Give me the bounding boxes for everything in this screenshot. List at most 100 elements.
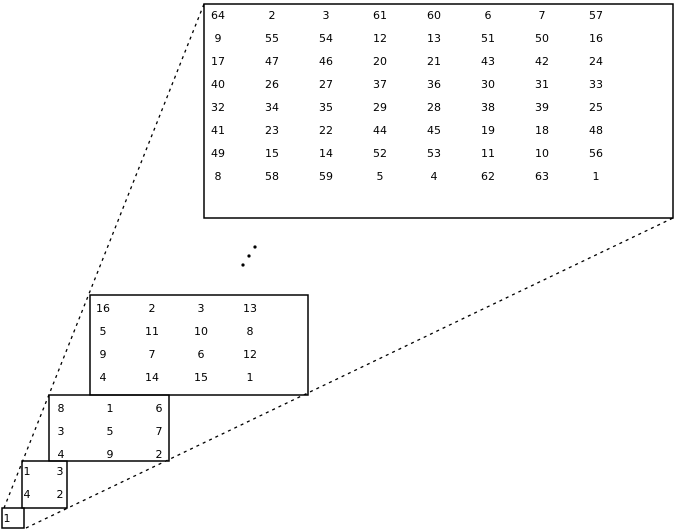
square-cell: 14: [319, 147, 333, 160]
square-cell: 10: [535, 147, 549, 160]
square-cell: 10: [194, 325, 208, 338]
square-cell: 5: [100, 325, 107, 338]
square-cell: 54: [319, 32, 333, 45]
square-frame: [89, 294, 309, 396]
square-cell: 2: [269, 9, 276, 22]
square-cell: 1: [107, 402, 114, 415]
square-cell: 3: [57, 465, 64, 478]
square-cell: 18: [535, 124, 549, 137]
square-cell: 14: [145, 371, 159, 384]
square-cell: 11: [145, 325, 159, 338]
square-cell: 2: [156, 448, 163, 461]
square-cell: 4: [24, 488, 31, 501]
square-cell: 63: [535, 170, 549, 183]
magic-square-order-1: 1: [1, 507, 25, 529]
square-cell: 62: [481, 170, 495, 183]
square-cell: 28: [427, 101, 441, 114]
square-cell: 30: [481, 78, 495, 91]
square-cell: 59: [319, 170, 333, 183]
square-cell: 15: [194, 371, 208, 384]
square-cell: 58: [265, 170, 279, 183]
square-cell: 31: [535, 78, 549, 91]
square-cell: 8: [58, 402, 65, 415]
square-cell: 36: [427, 78, 441, 91]
square-cell: 24: [589, 55, 603, 68]
square-cell: 2: [57, 488, 64, 501]
square-cell: 23: [265, 124, 279, 137]
square-cell: 16: [96, 302, 110, 315]
square-cell: 32: [211, 101, 225, 114]
square-frame: [203, 3, 674, 219]
square-cell: 8: [215, 170, 222, 183]
ellipsis-dot: [253, 245, 257, 249]
square-cell: 49: [211, 147, 225, 160]
square-cell: 13: [427, 32, 441, 45]
square-cell: 3: [198, 302, 205, 315]
ellipsis-dot: [241, 263, 245, 267]
square-cell: 11: [481, 147, 495, 160]
square-cell: 50: [535, 32, 549, 45]
square-cell: 9: [215, 32, 222, 45]
square-cell: 1: [24, 465, 31, 478]
square-cell: 25: [589, 101, 603, 114]
square-cell: 55: [265, 32, 279, 45]
perspective-line-left: [3, 3, 205, 509]
square-cell: 35: [319, 101, 333, 114]
square-cell: 57: [589, 9, 603, 22]
square-cell: 12: [373, 32, 387, 45]
square-cell: 45: [427, 124, 441, 137]
square-cell: 12: [243, 348, 257, 361]
square-cell: 52: [373, 147, 387, 160]
square-cell: 40: [211, 78, 225, 91]
perspective-line-right: [25, 217, 674, 529]
square-cell: 4: [100, 371, 107, 384]
square-cell: 7: [156, 425, 163, 438]
square-cell: 19: [481, 124, 495, 137]
square-cell: 46: [319, 55, 333, 68]
square-cell: 60: [427, 9, 441, 22]
square-cell: 9: [100, 348, 107, 361]
square-cell: 33: [589, 78, 603, 91]
square-cell: 16: [589, 32, 603, 45]
square-cell: 51: [481, 32, 495, 45]
square-cell: 48: [589, 124, 603, 137]
square-cell: 53: [427, 147, 441, 160]
square-cell: 15: [265, 147, 279, 160]
square-cell: 37: [373, 78, 387, 91]
square-cell: 47: [265, 55, 279, 68]
square-frame: [1, 507, 25, 529]
square-cell: 64: [211, 9, 225, 22]
square-cell: 39: [535, 101, 549, 114]
square-cell: 21: [427, 55, 441, 68]
square-cell: 26: [265, 78, 279, 91]
square-cell: 6: [485, 9, 492, 22]
square-cell: 7: [539, 9, 546, 22]
square-cell: 3: [323, 9, 330, 22]
square-cell: 20: [373, 55, 387, 68]
square-cell: 6: [198, 348, 205, 361]
ellipsis-dot: [247, 254, 251, 258]
square-cell: 5: [107, 425, 114, 438]
square-cell: 22: [319, 124, 333, 137]
square-cell: 9: [107, 448, 114, 461]
square-cell: 43: [481, 55, 495, 68]
square-cell: 44: [373, 124, 387, 137]
square-frame: [21, 460, 68, 509]
square-cell: 41: [211, 124, 225, 137]
square-cell: 29: [373, 101, 387, 114]
square-cell: 42: [535, 55, 549, 68]
square-cell: 61: [373, 9, 387, 22]
square-cell: 7: [149, 348, 156, 361]
square-cell: 4: [431, 170, 438, 183]
square-cell: 17: [211, 55, 225, 68]
square-cell: 56: [589, 147, 603, 160]
square-cell: 1: [593, 170, 600, 183]
square-cell: 27: [319, 78, 333, 91]
square-cell: 6: [156, 402, 163, 415]
square-cell: 38: [481, 101, 495, 114]
